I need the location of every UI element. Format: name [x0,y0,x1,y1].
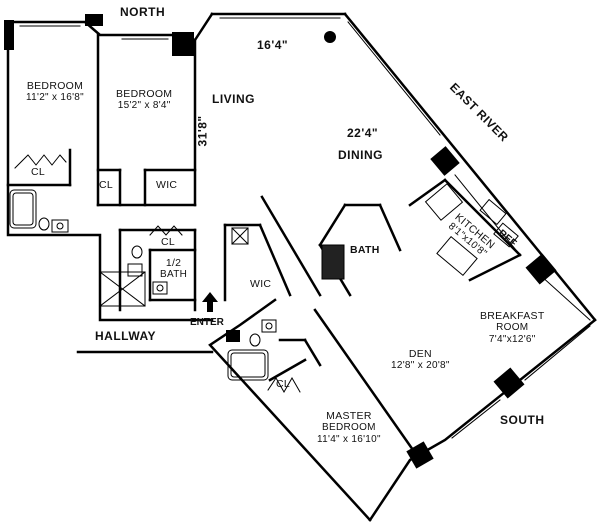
bedroom2-label: BEDROOM 15'2" x 8'4" [116,88,172,112]
breakfast-name1: BREAKFAST [480,310,545,322]
bedroom2-dim: 15'2" x 8'4" [117,100,171,112]
bedroom2-name: BEDROOM [116,88,173,100]
dim-16-4: 16'4" [257,38,289,52]
breakfast-name2: ROOM [496,322,529,334]
bath-label: BATH [350,244,380,256]
enter-label: ENTER [190,317,224,328]
breakfast-dim: 7'4"x12'6" [488,333,536,345]
dining-label: DINING [338,148,383,162]
dim-22-4: 22'4" [347,126,379,140]
hallway-label: HALLWAY [95,329,157,343]
wic-entry: WIC [250,278,272,290]
bedroom1-label: BEDROOM 11'2" x 16'8" [26,80,84,104]
master-name2: BEDROOM [322,422,376,434]
kitchen-fixtures [424,183,519,277]
half-bath-line1: 1/2 [165,257,182,269]
south-label: SOUTH [500,413,545,427]
half-bath-label: 1/2 BATH [160,257,187,281]
structural-columns [4,14,557,469]
half-bath-line2: BATH [160,269,188,281]
den-dim: 12'8" x 20'8" [391,360,450,372]
den-label: DEN 12'8" x 20'8" [391,348,450,372]
dim-31-8: 31'8" [195,115,210,147]
cl-bedroom2: CL [99,179,114,191]
master-label: MASTER BEDROOM 11'4" x 16'10" [317,410,381,445]
cl-bedroom1: CL [31,166,46,178]
wic-bedroom2: WIC [156,179,178,191]
exterior-walls [6,12,597,522]
bedroom1-dim: 11'2" x 16'8" [26,92,85,104]
breakfast-label: BREAKFAST ROOM 7'4"x12'6" [480,310,545,345]
living-label: LIVING [212,92,256,106]
entry-arrow [202,292,218,312]
cl-master: CL [276,378,291,390]
den-name: DEN [408,348,432,360]
interior-walls [6,33,522,462]
north-label: NORTH [120,5,166,19]
master-dim: 11'4" x 16'10" [317,433,381,445]
windows [19,17,591,439]
master-name1: MASTER [326,410,372,422]
bath-fixtures [9,189,345,381]
closet-doors [14,154,301,394]
cl-hall: CL [161,236,176,248]
bedroom1-name: BEDROOM [26,80,84,92]
